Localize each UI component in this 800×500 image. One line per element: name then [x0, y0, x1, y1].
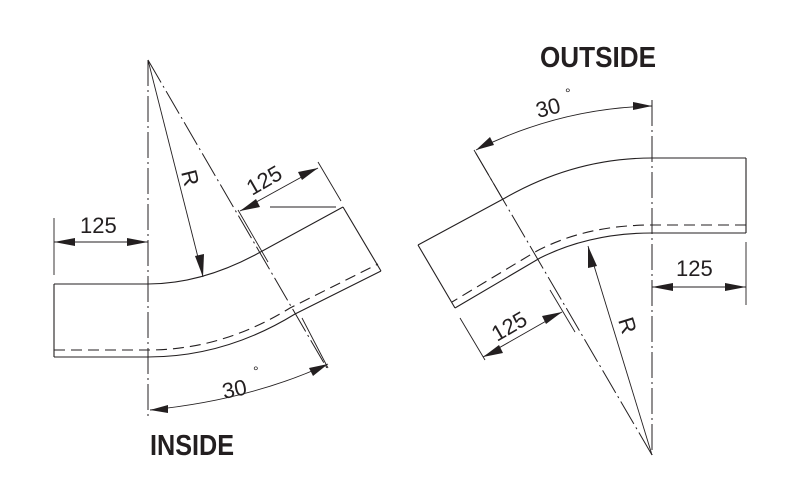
outside-radius-dimension: R — [587, 245, 653, 456]
inside-angle-extension — [301, 317, 329, 369]
inside-arc-length-label: 125 — [242, 160, 286, 200]
inside-bend-drawing: 125 R 125 30 ° INSIDE — [53, 59, 382, 462]
outside-angle-label: 30 — [533, 93, 563, 123]
outside-end-extension — [459, 317, 486, 361]
outside-angle-dimension: 30 ° — [475, 85, 653, 151]
outside-radius-label: R — [613, 314, 642, 337]
inside-angle-dimension: 30 ° — [149, 363, 329, 413]
outside-arc-dimension: 125 — [482, 306, 563, 358]
inside-arc-dimension: 125 — [239, 160, 319, 212]
outside-arc-extension — [549, 289, 576, 333]
inside-angle-label: 30 — [220, 374, 249, 404]
inside-straight-dimension: 125 — [53, 213, 148, 275]
inside-radius-label: R — [176, 167, 204, 188]
outside-title: OUTSIDE — [540, 42, 656, 74]
outside-straight-dimension: 125 — [652, 256, 746, 291]
outside-pipe-outline — [417, 157, 747, 309]
inside-degree-symbol: ° — [253, 363, 259, 379]
inside-end-extension — [317, 161, 342, 202]
outside-angle-extension — [473, 149, 503, 199]
outside-straight-length-label: 125 — [676, 256, 713, 281]
inside-pipe-outline — [53, 206, 382, 358]
inside-radius-dimension: R — [147, 59, 204, 278]
outside-arc-length-label: 125 — [487, 306, 531, 346]
outside-bend-drawing: 125 R 125 30 ° OUTSIDE — [417, 42, 747, 456]
outside-radial-centerline — [473, 149, 653, 456]
inside-title: INSIDE — [150, 430, 234, 462]
inside-arc-extension-start — [237, 209, 269, 263]
inside-radial-centerline — [147, 59, 329, 371]
inside-straight-length-label: 125 — [80, 213, 117, 238]
outside-degree-symbol: ° — [565, 85, 571, 101]
